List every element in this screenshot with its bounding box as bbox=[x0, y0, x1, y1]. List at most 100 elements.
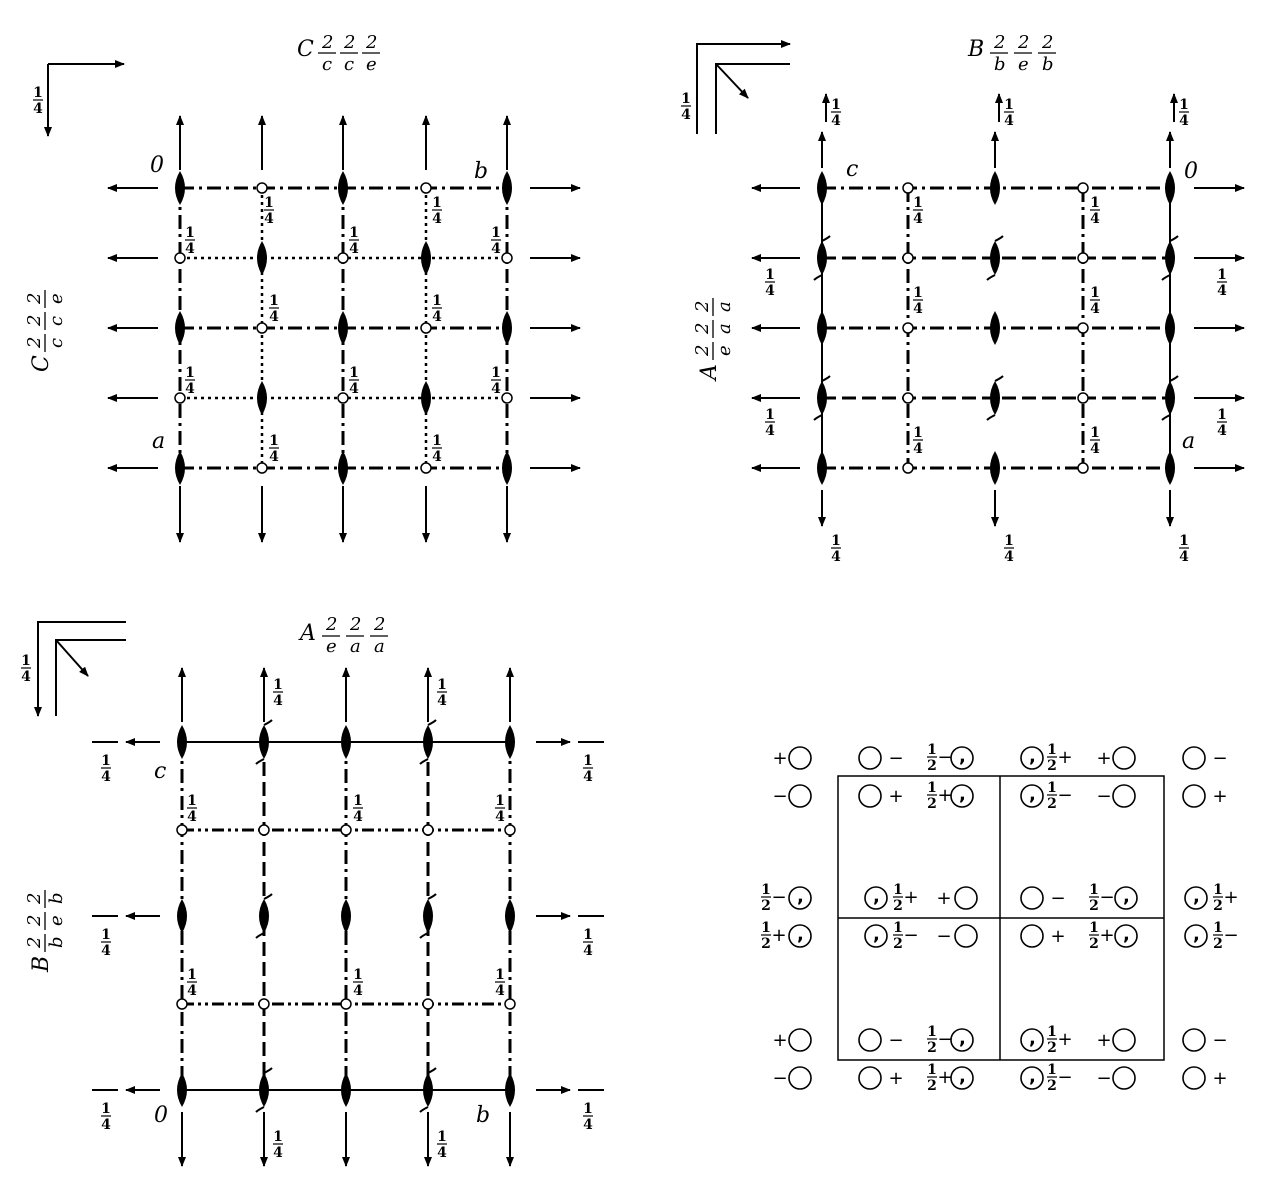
half-height-sign: 12− bbox=[1089, 882, 1115, 914]
position-circle bbox=[1182, 1066, 1206, 1090]
quarter-denominator: 4 bbox=[831, 549, 841, 565]
position-circle bbox=[950, 784, 974, 808]
inversion-center bbox=[902, 252, 914, 264]
quarter-denominator: 4 bbox=[913, 211, 923, 227]
inversion-center bbox=[1077, 182, 1089, 194]
svg-text:a: a bbox=[374, 636, 385, 657]
svg-text:A: A bbox=[298, 621, 316, 646]
position-circle bbox=[1184, 886, 1208, 910]
twofold-axis-symbol bbox=[175, 171, 185, 205]
position-circle bbox=[1184, 924, 1208, 948]
position-circle bbox=[1020, 746, 1044, 770]
svg-text:c: c bbox=[344, 54, 354, 75]
twofold-axis-symbol bbox=[505, 899, 515, 933]
inversion-center bbox=[902, 322, 914, 334]
twofold-axis-symbol bbox=[990, 171, 1000, 205]
quarter-numerator: 1 bbox=[831, 97, 841, 113]
quarter-numerator: 1 bbox=[495, 967, 505, 983]
comma-mark: , bbox=[1123, 886, 1130, 907]
half-sign: − bbox=[937, 1029, 952, 1050]
svg-text:2: 2 bbox=[692, 301, 713, 313]
half-denominator: 2 bbox=[761, 898, 771, 914]
quarter-numerator: 1 bbox=[33, 85, 43, 101]
comma-mark: , bbox=[959, 1066, 966, 1087]
twofold-axis-symbol bbox=[421, 241, 431, 275]
half-height-sign: 12+ bbox=[1047, 742, 1073, 774]
half-denominator: 2 bbox=[1089, 898, 1099, 914]
svg-text:C: C bbox=[29, 355, 54, 372]
quarter-height-label: 14 bbox=[1090, 425, 1100, 457]
quarter-height-label: 14 bbox=[432, 433, 442, 465]
position-circle bbox=[1114, 924, 1138, 948]
inversion-center bbox=[340, 998, 352, 1010]
bl-axis-c-label: c bbox=[154, 759, 166, 784]
quarter-denominator: 4 bbox=[101, 1117, 111, 1133]
screw-tail-bottom bbox=[813, 414, 823, 421]
screw-axis-symbol bbox=[423, 899, 433, 933]
half-height-sign: 12+ bbox=[1047, 1024, 1073, 1056]
comma-mark: , bbox=[1029, 1066, 1036, 1087]
quarter-height-label: 14 bbox=[269, 433, 279, 465]
twofold-axis-symbol bbox=[502, 311, 512, 345]
quarter-numerator: 1 bbox=[273, 677, 283, 693]
half-numerator: 1 bbox=[1047, 1024, 1057, 1040]
quarter-height-label: 14 bbox=[349, 225, 359, 257]
svg-text:2: 2 bbox=[24, 337, 45, 349]
height-labels-layer: 1414141414141414141414141414141414141414… bbox=[21, 85, 1227, 1161]
quarter-numerator: 1 bbox=[831, 533, 841, 549]
half-height-sign: 12+ bbox=[1213, 882, 1239, 914]
position-circle bbox=[858, 784, 882, 808]
inversion-center bbox=[422, 824, 434, 836]
svg-text:B: B bbox=[29, 956, 54, 973]
half-sign: + bbox=[937, 785, 952, 806]
quarter-height-label: 14 bbox=[583, 1101, 593, 1133]
half-numerator: 1 bbox=[927, 780, 937, 796]
quarter-denominator: 4 bbox=[913, 441, 923, 457]
half-denominator: 2 bbox=[1047, 796, 1057, 812]
quarter-numerator: 1 bbox=[765, 267, 775, 283]
svg-text:e: e bbox=[46, 293, 67, 304]
tr-axis-c-label: c bbox=[846, 157, 858, 182]
svg-text:A: A bbox=[697, 364, 722, 382]
screw-tail-top bbox=[994, 375, 1004, 382]
height-sign: − bbox=[1212, 748, 1227, 769]
half-sign: − bbox=[1057, 1067, 1072, 1088]
height-sign: − bbox=[772, 786, 787, 807]
twofold-axis-symbol bbox=[177, 1073, 187, 1107]
svg-text:2: 2 bbox=[1041, 32, 1053, 53]
half-sign: + bbox=[1223, 887, 1238, 908]
screw-axis-symbol bbox=[423, 1073, 433, 1107]
quarter-denominator: 4 bbox=[432, 211, 442, 227]
twofold-axis-symbol bbox=[990, 311, 1000, 345]
screw-axis-symbol bbox=[1165, 241, 1175, 275]
inversion-center bbox=[256, 322, 268, 334]
height-sign: − bbox=[1096, 786, 1111, 807]
height-sign: + bbox=[772, 1030, 787, 1051]
screw-tail-bottom bbox=[255, 1106, 265, 1113]
quarter-numerator: 1 bbox=[273, 1129, 283, 1145]
quarter-numerator: 1 bbox=[1217, 267, 1227, 283]
quarter-numerator: 1 bbox=[1179, 533, 1189, 549]
quarter-height-label: 14 bbox=[831, 97, 841, 129]
top-left-title: C 2 c 2 c 2 e bbox=[297, 32, 380, 75]
quarter-height-label: 14 bbox=[913, 285, 923, 317]
quarter-height-label: 14 bbox=[21, 653, 31, 685]
svg-text:e: e bbox=[1018, 54, 1029, 75]
svg-text:b: b bbox=[1042, 54, 1054, 75]
screw-axis-symbol bbox=[259, 899, 269, 933]
half-denominator: 2 bbox=[927, 1040, 937, 1056]
quarter-denominator: 4 bbox=[1004, 113, 1014, 129]
svg-text:2: 2 bbox=[24, 937, 45, 949]
quarter-numerator: 1 bbox=[101, 927, 111, 943]
inversion-center bbox=[501, 392, 513, 404]
quarter-height-label: 14 bbox=[913, 195, 923, 227]
inversion-center bbox=[420, 182, 432, 194]
quarter-numerator: 1 bbox=[1179, 97, 1189, 113]
quarter-height-label: 14 bbox=[1217, 407, 1227, 439]
position-circle bbox=[1114, 886, 1138, 910]
quarter-denominator: 4 bbox=[101, 943, 111, 959]
svg-text:2: 2 bbox=[24, 893, 45, 905]
quarter-height-label: 14 bbox=[1004, 97, 1014, 129]
position-circle bbox=[1020, 886, 1044, 910]
screw-tail-top bbox=[821, 375, 831, 382]
